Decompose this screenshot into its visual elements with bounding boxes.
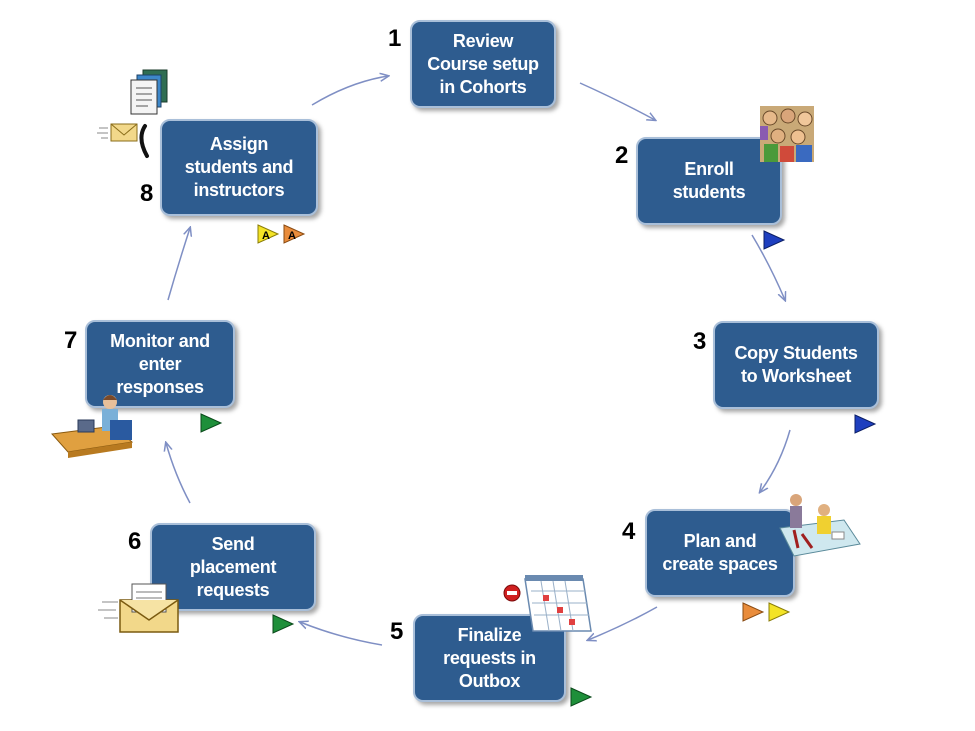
letter-a-label: A: [288, 230, 296, 242]
person-at-desk-icon: [50, 395, 134, 458]
play-icon-step-8-yellow-a[interactable]: A: [256, 223, 280, 245]
step-4-box: Plan and create spaces: [645, 509, 795, 597]
arrow-2-to-3: [751, 234, 785, 300]
arrow-3-to-4: [760, 429, 791, 492]
step-7-number: 7: [64, 327, 78, 354]
play-icon-step-4-orange[interactable]: [741, 601, 765, 623]
step-6-box: Send placement requests: [150, 523, 316, 611]
step-6-number: 6: [128, 528, 142, 555]
step-1-number: 1: [388, 25, 402, 52]
step-8-box: Assign students and instructors: [160, 119, 318, 216]
play-icon-step-8-orange-a[interactable]: A: [282, 223, 306, 245]
arrow-4-to-5: [588, 606, 658, 640]
people-meeting-icon: [779, 494, 861, 557]
documents-envelope-phone-icon: [97, 69, 168, 158]
step-3-box: Copy Students to Worksheet: [713, 321, 879, 409]
calendar-icon: [503, 575, 592, 632]
step-2-box: Enroll students: [636, 137, 782, 225]
arrow-7-to-8: [167, 228, 190, 301]
arrow-1-to-2: [579, 82, 655, 120]
step-3-number: 3: [693, 328, 707, 355]
play-icon-step-3[interactable]: [853, 413, 877, 435]
step-7-box: Monitor and enter responses: [85, 320, 235, 408]
step-5-number: 5: [390, 618, 404, 645]
step-2-number: 2: [615, 142, 629, 169]
play-icon-step-5[interactable]: [569, 686, 593, 708]
arrow-8-to-1: [311, 76, 388, 106]
arrow-6-to-7: [166, 443, 191, 504]
letter-a-label: A: [262, 230, 270, 242]
play-icon-step-4-yellow[interactable]: [767, 601, 791, 623]
step-4-number: 4: [622, 518, 636, 545]
play-icon-step-7[interactable]: [199, 412, 223, 434]
envelope-letter-icon: [98, 583, 179, 633]
step-8-number: 8: [140, 180, 154, 207]
crowd-of-people-icon: [760, 106, 814, 162]
step-1-box: Review Course setup in Cohorts: [410, 20, 556, 108]
arrow-5-to-6: [300, 622, 383, 646]
play-icon-step-6[interactable]: [271, 613, 295, 635]
play-icon-step-2[interactable]: [762, 229, 786, 251]
